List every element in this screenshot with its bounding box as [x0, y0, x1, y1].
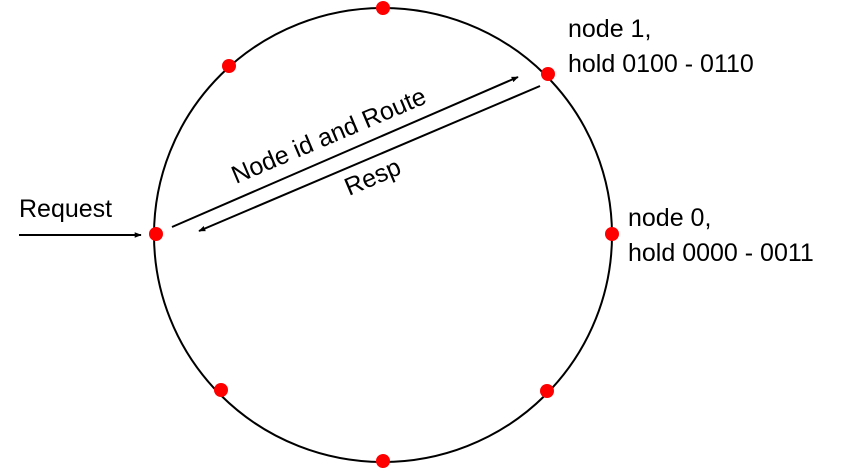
route-arrow: [171, 76, 519, 228]
request-label: Request: [19, 195, 112, 223]
ring-node-0: [605, 227, 619, 241]
node-1-range-label: hold 0100 - 0110: [568, 50, 754, 78]
node-1-name-label: node 1,: [568, 15, 651, 43]
ring-node-top: [376, 1, 390, 15]
ring-node-top-left: [222, 59, 236, 73]
ring-node-bottom: [376, 454, 390, 468]
node-0-name-label: node 0,: [628, 204, 711, 232]
node-0-range-label: hold 0000 - 0011: [628, 239, 814, 267]
ring-node-bottom-left: [214, 383, 228, 397]
response-arrow-label: Resp: [340, 153, 405, 202]
ring-node-left: [149, 227, 163, 241]
response-arrow: [198, 85, 541, 232]
ring-node-bottom-right: [540, 384, 554, 398]
ring-node-1: [541, 67, 555, 81]
